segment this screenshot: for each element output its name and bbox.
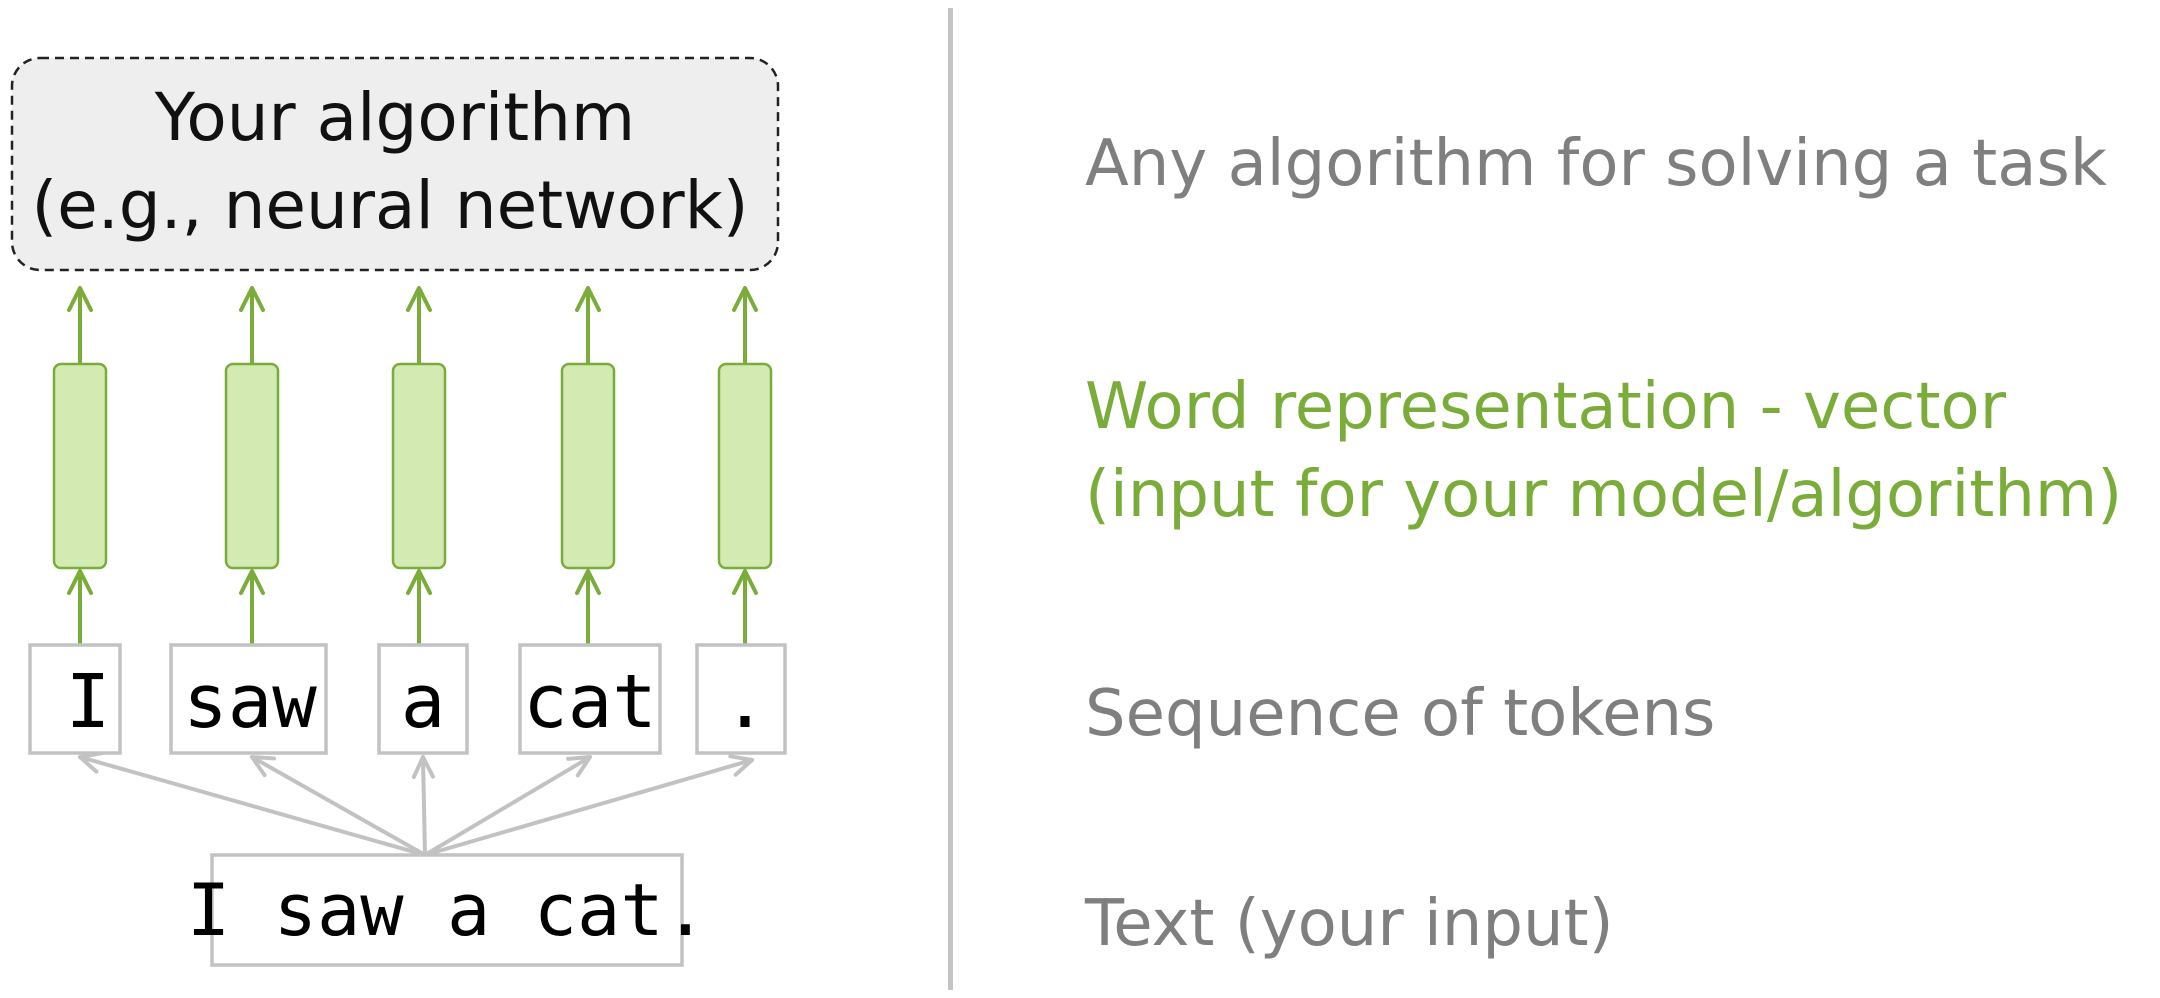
vector-bar [717, 362, 773, 570]
split-arrow-line [423, 755, 592, 857]
arrowhead-vector-to-algorithm [732, 286, 758, 312]
label-token-sequence: Sequence of tokens [1085, 677, 1716, 751]
algorithm-box [10, 56, 780, 272]
arrowhead-vector-to-algorithm [406, 286, 432, 312]
arrowhead-vector-to-algorithm [575, 286, 601, 312]
split-arrowhead [411, 755, 435, 780]
vector-bar [52, 362, 108, 570]
divider [948, 8, 953, 990]
token-box: I [28, 643, 122, 755]
token-label: saw [183, 659, 317, 745]
token-box: . [695, 643, 787, 755]
token-sequence: I saw a cat . [28, 643, 787, 755]
token-label: cat [523, 659, 657, 745]
split-arrow-line [421, 755, 427, 857]
split-arrow-line [423, 758, 754, 857]
token-label: . [723, 659, 768, 745]
input-text: I saw a cat. [187, 868, 707, 952]
vector-bar [560, 362, 616, 570]
split-arrow-line [78, 755, 427, 857]
arrowhead-vector-to-algorithm [239, 286, 265, 312]
split-arrowhead [728, 754, 754, 777]
split-arrows [78, 751, 754, 857]
arrowhead-token-to-vector [575, 569, 601, 595]
label-text-input: Text (your input) [1085, 887, 1614, 961]
label-word-representation-line2: (input for your model/algorithm) [1085, 458, 2123, 532]
arrowhead-vector-to-algorithm [67, 286, 93, 312]
label-algorithm: Any algorithm for solving a task [1085, 127, 2107, 201]
arrowhead-token-to-vector [67, 569, 93, 595]
vector-bar [224, 362, 280, 570]
token-label: I [66, 659, 111, 745]
tokenization-diagram: Your algorithm (e.g., neural network) I … [10, 56, 787, 967]
arrowhead-token-to-vector [732, 569, 758, 595]
input-text-box [210, 853, 684, 967]
token-box: a [377, 643, 469, 755]
split-arrow-line [250, 755, 427, 857]
label-word-representation-line1: Word representation - vector [1085, 370, 2006, 444]
label-word-representation: Word representation - vector (input for … [1085, 363, 2122, 539]
token-box: cat [518, 643, 662, 755]
token-box: saw [169, 643, 328, 755]
split-arrowhead [250, 755, 276, 778]
arrowhead-token-to-vector [239, 569, 265, 595]
embedding-arrows [67, 286, 758, 645]
split-arrowhead [566, 755, 592, 778]
vector-bar [391, 362, 447, 570]
algorithm-box-title: Your algorithm [154, 79, 635, 156]
token-label: a [401, 659, 446, 745]
algorithm-box-subtitle: (e.g., neural network) [31, 167, 748, 244]
arrowhead-token-to-vector [406, 569, 432, 595]
word-vectors [52, 362, 773, 570]
